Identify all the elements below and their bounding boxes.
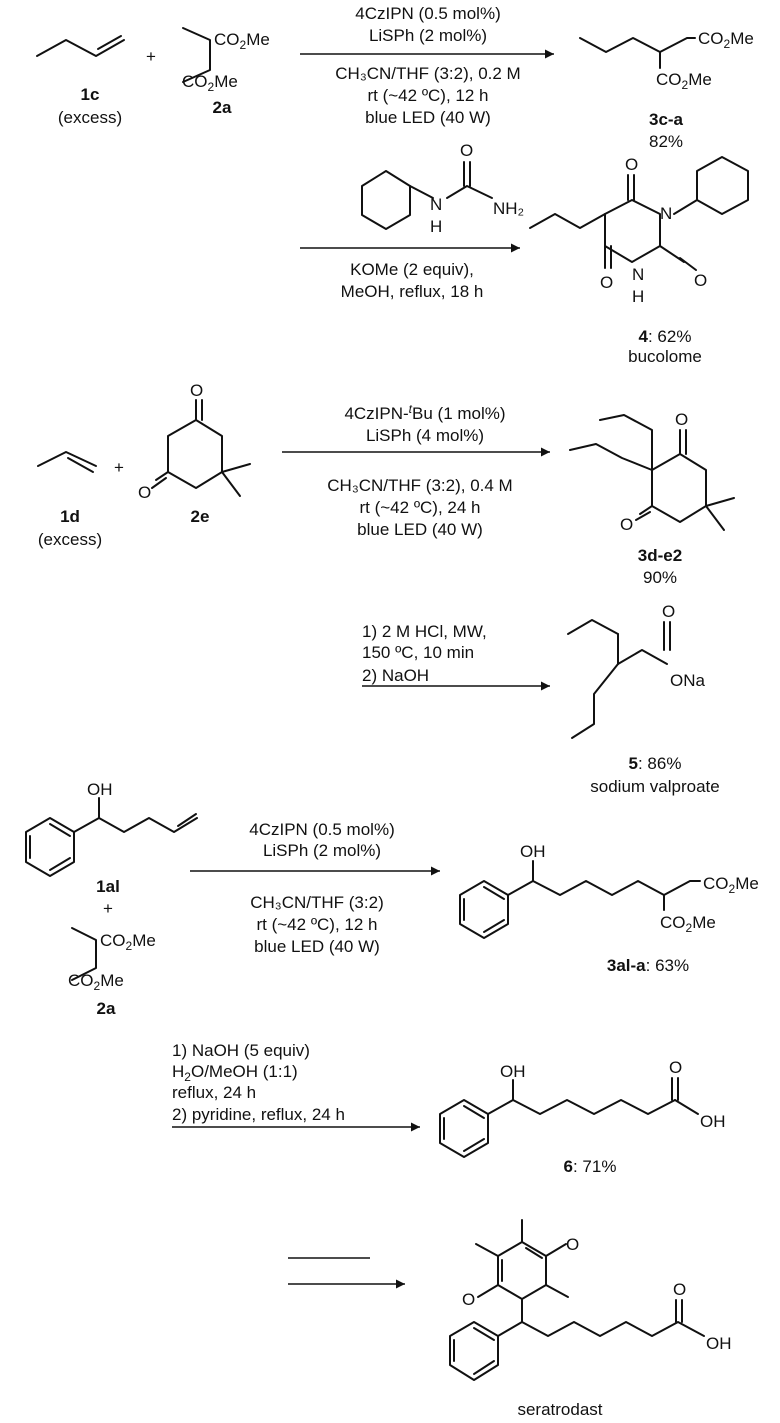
svg-text:NH₂: NH₂ [493, 199, 524, 218]
yield-text: 3al-a: 63% [607, 956, 689, 975]
ester-group: CO2Me [656, 70, 712, 92]
yield-text: 82% [649, 132, 683, 151]
condition-text: 4CzIPN (0.5 mol%) [355, 4, 500, 23]
malonate-2a-structure: CO2Me CO2Me [68, 927, 156, 993]
reactant-1al-structure: OH [25, 780, 198, 877]
condition-text: LiSPh (4 mol%) [366, 426, 484, 445]
condition-text: 1) 2 M HCl, MW, [362, 622, 487, 641]
product-6-structure: OH O OH [439, 1058, 726, 1158]
compound-label-1d: 1d [60, 507, 80, 526]
yield-text: 90% [643, 568, 677, 587]
svg-text:O: O [662, 602, 675, 621]
svg-text:OH: OH [87, 780, 113, 799]
condition-text: H2O/MeOH (1:1) [172, 1062, 298, 1084]
ester-group: CO2Me [68, 971, 124, 993]
bucolome-structure: O O N N H O [529, 155, 749, 306]
cyclohexylurea-structure: N H O NH₂ [361, 141, 524, 236]
condition-text: LiSPh (2 mol%) [263, 841, 381, 860]
svg-text:O: O [625, 155, 638, 174]
product-3al-a-structure: OH CO2Me CO2Me [459, 842, 759, 939]
condition-text: blue LED (40 W) [357, 520, 483, 539]
svg-text:O: O [600, 273, 613, 292]
condition-text: MeOH, reflux, 18 h [341, 282, 484, 301]
svg-text:N: N [430, 195, 442, 214]
condition-text: 2) pyridine, reflux, 24 h [172, 1105, 345, 1124]
condition-text: reflux, 24 h [172, 1083, 256, 1102]
svg-text:H: H [632, 287, 644, 306]
ester-group: CO2Me [660, 913, 716, 935]
condition-text: 2) NaOH [362, 666, 429, 685]
svg-text:O: O [694, 271, 707, 290]
ester-group: CO2Me [100, 931, 156, 953]
svg-text:O: O [460, 141, 473, 160]
compound-label-2e: 2e [191, 507, 210, 526]
condition-text: 1) NaOH (5 equiv) [172, 1041, 310, 1060]
condition-text: blue LED (40 W) [254, 937, 380, 956]
condition-text: 4CzIPN (0.5 mol%) [249, 820, 394, 839]
sodium-valproate-structure: O ONa [567, 602, 706, 739]
condition-text: 4CzIPN-tBu (1 mol%) [344, 402, 505, 423]
svg-text:O: O [190, 381, 203, 400]
svg-text:O: O [620, 515, 633, 534]
condition-text: blue LED (40 W) [365, 108, 491, 127]
yield-text: 4: 62% [639, 327, 692, 346]
svg-text:OH: OH [700, 1112, 726, 1131]
excess-note: (excess) [58, 108, 122, 127]
svg-text:O: O [138, 483, 151, 502]
svg-text:OH: OH [706, 1334, 732, 1353]
yield-text: 6: 71% [564, 1157, 617, 1176]
svg-text:N: N [632, 265, 644, 284]
meldrums-acid-2e: O O [138, 381, 251, 502]
condition-text: CH₃CN/THF (3:2), 0.4 M [327, 476, 512, 495]
condition-text: 150 ºC, 10 min [362, 643, 474, 662]
svg-text:OH: OH [520, 842, 546, 861]
condition-text: CH₃CN/THF (3:2) [250, 893, 383, 912]
svg-text:O: O [566, 1235, 579, 1254]
condition-text: rt (~42 ºC), 12 h [256, 915, 377, 934]
svg-text:N: N [660, 204, 672, 223]
compound-label-2a: 2a [97, 999, 116, 1018]
excess-note: (excess) [38, 530, 102, 549]
ester-group: CO2Me [182, 72, 238, 94]
compound-label-3d-e2: 3d-e2 [638, 546, 682, 565]
svg-text:H: H [430, 217, 442, 236]
svg-text:O: O [669, 1058, 682, 1077]
condition-text: KOMe (2 equiv), [350, 260, 474, 279]
ester-group: CO2Me [698, 29, 754, 51]
compound-label-1c: 1c [81, 85, 100, 104]
plus-sign: + [103, 899, 113, 918]
ester-group: CO2Me [214, 30, 270, 52]
condition-text: CH₃CN/THF (3:2), 0.2 M [335, 64, 520, 83]
compound-label-1al: 1al [96, 877, 120, 896]
svg-text:ONa: ONa [670, 671, 706, 690]
condition-text: LiSPh (2 mol%) [369, 26, 487, 45]
step1-butene [36, 35, 125, 57]
condition-text: rt (~42 ºC), 12 h [367, 86, 488, 105]
svg-text:O: O [462, 1290, 475, 1309]
product-name: sodium valproate [590, 777, 719, 796]
plus-sign: + [114, 458, 124, 477]
plus-sign: + [146, 47, 156, 66]
product-3c-a-structure: CO2Me CO2Me [579, 29, 754, 92]
compound-label-3c-a: 3c-a [649, 110, 684, 129]
svg-text:OH: OH [500, 1062, 526, 1081]
propene-structure [37, 451, 97, 473]
compound-label-2a: 2a [213, 98, 232, 117]
svg-text:O: O [673, 1280, 686, 1299]
product-3d-e2-structure: O O [569, 410, 735, 534]
condition-text: rt (~42 ºC), 24 h [359, 498, 480, 517]
ester-group: CO2Me [703, 874, 759, 896]
svg-text:O: O [675, 410, 688, 429]
step1-malonate-2a: CO2Me CO2Me [182, 27, 270, 94]
product-name: seratrodast [517, 1400, 602, 1419]
seratrodast-structure: O O O OH [449, 1219, 732, 1381]
product-name: bucolome [628, 347, 702, 366]
yield-text: 5: 86% [629, 754, 682, 773]
